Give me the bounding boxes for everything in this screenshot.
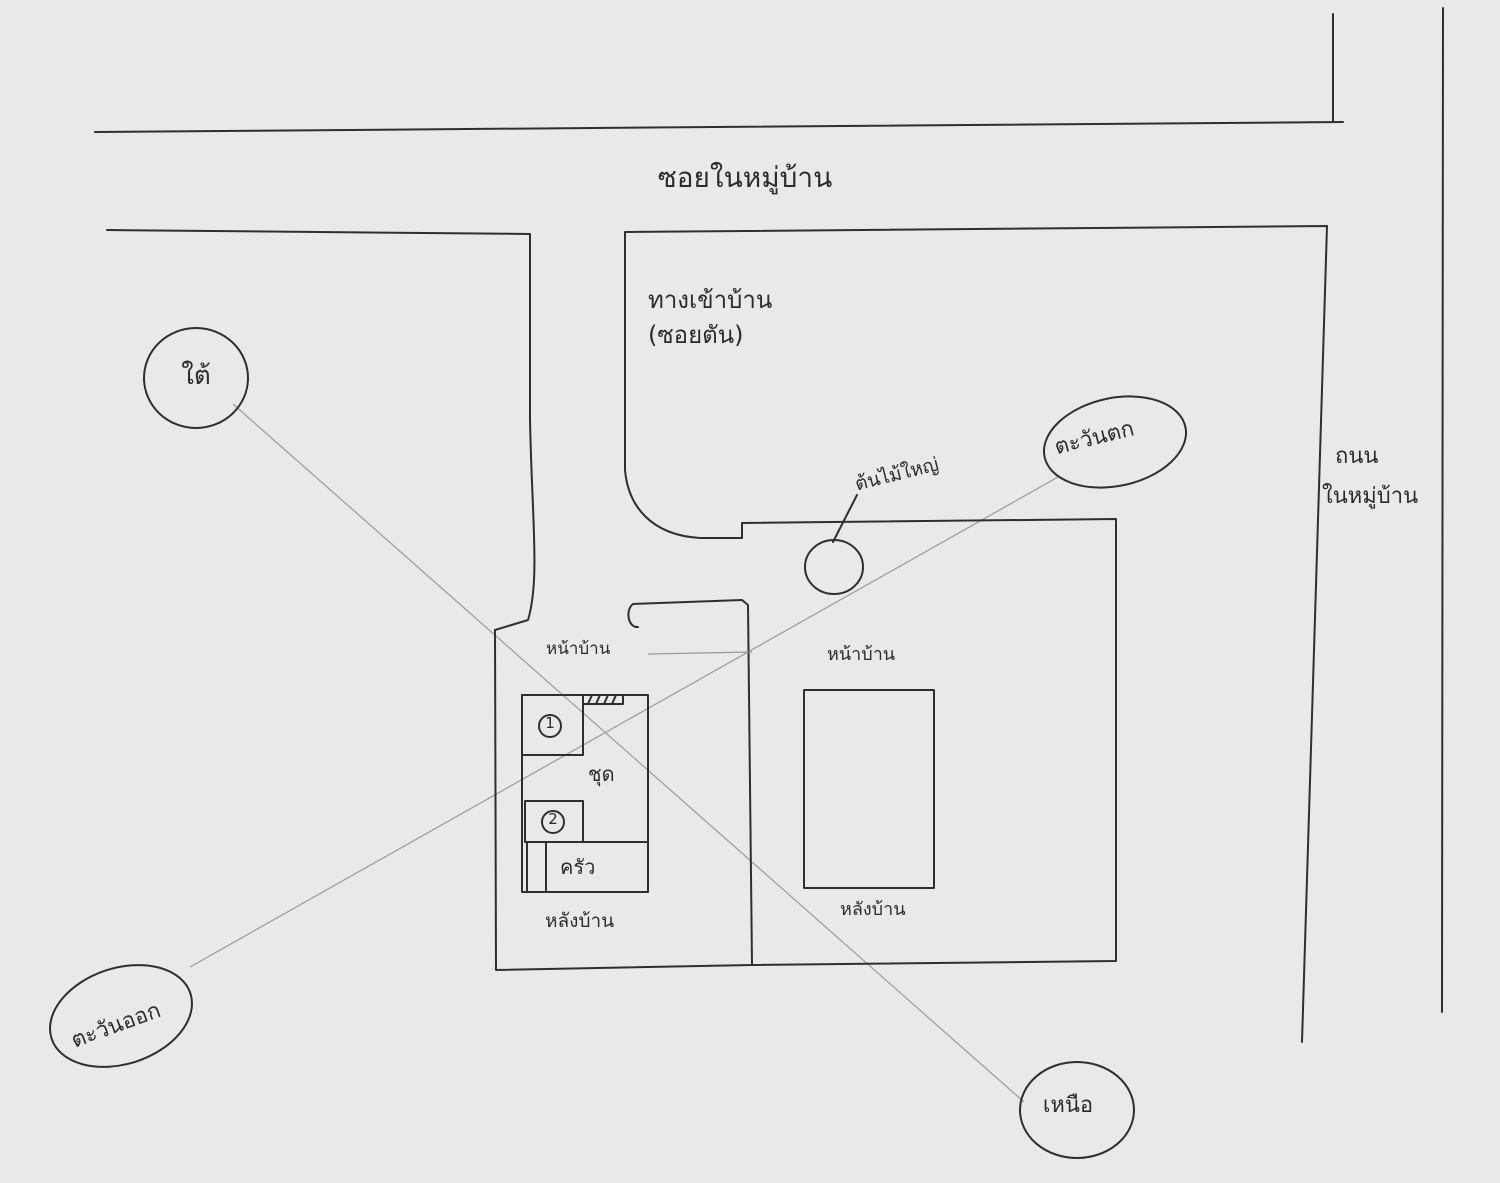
north-bubble xyxy=(1019,1061,1135,1159)
lane-top-edge xyxy=(94,121,1344,133)
compass-north-label: เหนือ xyxy=(1042,1093,1094,1118)
room-1-number: 1 xyxy=(545,714,555,732)
front-house-left-label: หน้าบ้าน xyxy=(546,639,611,659)
kitchen-label: ครัว xyxy=(560,855,596,879)
road-right-edge xyxy=(1441,7,1444,1013)
tree-pointer xyxy=(832,494,858,543)
door-hatch-lines xyxy=(587,694,617,705)
back-house-right-label: หลังบ้าน xyxy=(840,899,906,920)
room-1-box xyxy=(521,694,584,756)
left-plot-outline xyxy=(494,599,753,971)
tree-circle xyxy=(804,539,864,595)
driveway-gap-line xyxy=(647,651,753,655)
room-1-marker xyxy=(538,714,562,738)
east-west-axis xyxy=(189,476,1059,968)
hallway-label: ชุด xyxy=(588,762,615,786)
compass-south-label: ใต้ xyxy=(181,361,211,391)
right-house-outline xyxy=(803,689,935,889)
village-lane-label: ซอยในหมู่บ้าน xyxy=(657,161,833,194)
front-house-right-label: หน้าบ้าน xyxy=(827,644,896,665)
back-house-left-label: หลังบ้าน xyxy=(545,910,615,932)
kitchen-box xyxy=(526,841,649,893)
road-label-line1: ถนน xyxy=(1335,444,1379,469)
right-block-edge xyxy=(624,225,1328,1043)
left-block-edge xyxy=(106,229,536,631)
room-2-number: 2 xyxy=(548,810,558,828)
south-north-axis xyxy=(232,403,1025,1103)
room-2-marker xyxy=(541,810,565,834)
road-label-line2: ในหมู่บ้าน xyxy=(1322,484,1419,509)
south-bubble xyxy=(143,327,249,429)
west-bubble xyxy=(1042,395,1188,489)
entrance-label-line2: (ซอยตัน) xyxy=(648,321,744,349)
entrance-label-line1: ทางเข้าบ้าน xyxy=(648,286,773,314)
east-bubble xyxy=(49,964,193,1068)
